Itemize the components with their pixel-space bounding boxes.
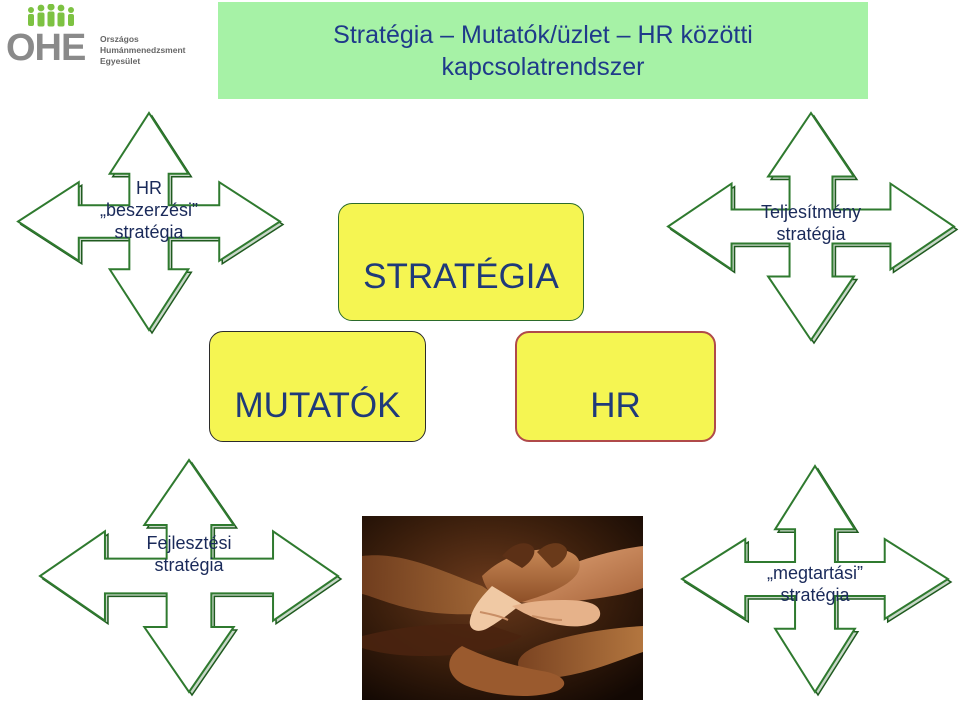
cross-label: HR „beszerzési” stratégia [18,177,280,243]
mutatok-box: MUTATÓK [209,331,426,442]
arrow-outline [38,458,340,694]
four-way-arrow-icon [16,111,285,335]
logo-subtitle-line: Egyesület [100,56,141,66]
logo-name: OHE [6,27,86,69]
cross-arrow-hr-beszerzesi: HR „beszerzési” stratégia [16,111,285,335]
title-line-1: Stratégia – Mutatók/üzlet – HR közötti [333,20,753,49]
cross-label-line: HR [136,178,162,198]
logo-subtitle-line: Országos [100,34,139,44]
cross-label-line: „beszerzési” [99,200,199,220]
arrow-outline [16,111,282,332]
cross-label: Teljesítmény stratégia [668,201,954,245]
cross-label-line: stratégia [776,224,846,244]
hands-photo-icon [362,516,643,700]
title-box: Stratégia – Mutatók/üzlet – HR közötti k… [218,2,868,99]
cross-label: Fejlesztési stratégia [40,532,338,576]
hr-label: HR [590,385,641,425]
people-logo-icon [28,4,74,27]
cross-label-line: stratégia [114,222,184,242]
hands-photo [362,516,643,700]
hr-box: HR [515,331,716,442]
cross-label: „megtartási” stratégia [682,562,948,606]
four-way-arrow-icon [666,111,959,345]
logo-subtitle-line: Humánmenedzsment [100,45,186,55]
cross-arrow-megtartasi: „megtartási” stratégia [680,464,953,697]
cross-arrow-teljesitmeny: Teljesítmény stratégia [666,111,959,345]
four-way-arrow-icon [38,458,343,697]
cross-label-line: stratégia [780,585,850,605]
mutatok-label: MUTATÓK [234,385,401,425]
logo-subtitle: Országos Humánmenedzsment Egyesület [100,34,190,67]
cross-arrow-fejlesztesi: Fejlesztési stratégia [38,458,343,697]
strategia-box: STRATÉGIA [338,203,584,321]
strategia-label: STRATÉGIA [363,257,559,296]
ohe-logo: OHE Országos Humánmenedzsment Egyesület [4,4,186,74]
arrow-outline [666,111,956,342]
arrow-outline [680,464,950,694]
cross-label-line: stratégia [154,555,224,575]
cross-label-line: Teljesítmény [760,202,862,222]
four-way-arrow-icon [680,464,953,697]
cross-label-line: Fejlesztési [146,533,232,553]
cross-label-line: „megtartási” [766,563,864,583]
title-line-2: kapcsolatrendszer [441,52,645,81]
